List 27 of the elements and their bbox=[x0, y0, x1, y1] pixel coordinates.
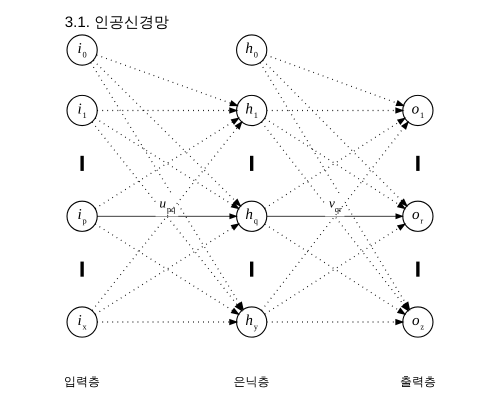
arrow bbox=[262, 60, 408, 208]
node-circle: i$_{1}$ bbox=[66, 94, 98, 126]
arrow bbox=[97, 318, 238, 326]
node-circle: i$_{0}$ bbox=[66, 34, 98, 66]
node-circle: o$_{r}$ bbox=[402, 200, 434, 232]
label: 은닉층 bbox=[234, 376, 270, 389]
node-circle: h$_{1}$ bbox=[236, 94, 268, 126]
label: 입력층 bbox=[64, 376, 100, 389]
arrow bbox=[266, 213, 404, 220]
edge-label: v$_{qr}$ bbox=[328, 196, 342, 214]
arrow bbox=[96, 213, 238, 220]
edge-label: u$_{pq}$ bbox=[159, 196, 176, 214]
arrow bbox=[96, 54, 239, 106]
node-circle: i$_{x}$ bbox=[66, 306, 98, 338]
node-circle: i$_{p}$ bbox=[66, 200, 98, 232]
arrow bbox=[266, 54, 406, 106]
node-circle: h$_{y}$ bbox=[236, 306, 268, 338]
diagram-title: 3.1. 인공신경망 bbox=[64, 14, 170, 31]
node-circle: o$_{1}$ bbox=[402, 94, 434, 126]
node-circle: o$_{z}$ bbox=[402, 306, 434, 338]
arrow bbox=[93, 60, 242, 208]
label: 출력층 bbox=[400, 376, 436, 389]
arrow bbox=[266, 318, 404, 326]
arrow bbox=[97, 107, 238, 114]
node-circle: h$_{q}$ bbox=[236, 200, 268, 232]
node-circle: h$_{0}$ bbox=[236, 34, 268, 66]
arrow bbox=[266, 107, 404, 114]
